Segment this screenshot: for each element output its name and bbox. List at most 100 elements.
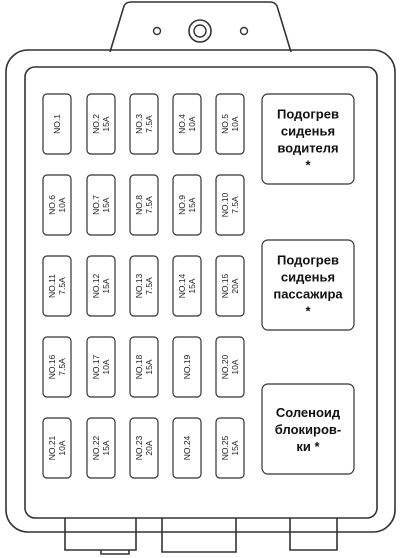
fuse-slot: [129, 174, 159, 236]
fuse-label: NO.2010A: [220, 354, 240, 379]
fuse-rating: 7.5A: [57, 277, 67, 295]
fuse-20: NO.2010A: [215, 336, 245, 398]
fuse-slot: [129, 255, 159, 317]
fuse-number: NO.6: [47, 195, 57, 215]
relay-label-line: блокиров-: [275, 422, 341, 437]
fuse-19: NO.19: [172, 336, 202, 398]
fuse-rating: 7.5A: [230, 196, 240, 214]
fuse-9: NO.915A: [172, 174, 202, 236]
fuse-slot: [172, 336, 202, 398]
fuse-label: NO.1415A: [177, 273, 197, 298]
fuse-number: NO.11: [47, 274, 57, 298]
fuse-21: NO.2110A: [42, 417, 72, 479]
fuse-rating: 15A: [230, 440, 240, 455]
fuse-label: NO.1: [52, 114, 62, 134]
fuse-slot: [42, 174, 72, 236]
fuse-24: NO.24: [172, 417, 202, 479]
fuse-number: NO.16: [47, 354, 57, 379]
fuse-rating: 10A: [230, 116, 240, 131]
fuse-slot: [215, 417, 245, 479]
fuse-label: NO.915A: [177, 195, 197, 215]
fuse-rating: 7.5A: [144, 196, 154, 214]
fuse-slot: [42, 417, 72, 479]
fuse-rating: 7.5A: [144, 115, 154, 133]
fuse-rating: 20A: [144, 440, 154, 455]
fuse-slot: [215, 174, 245, 236]
relay-label-line: водителя: [277, 141, 338, 156]
fuse-slot: [215, 93, 245, 155]
fuse-number: NO.19: [182, 354, 192, 379]
fuse-number: NO.10: [220, 192, 230, 217]
fuse-rating: 15A: [101, 440, 111, 455]
fuse-10: NO.107.5A: [215, 174, 245, 236]
fuse-slot: [86, 417, 116, 479]
fuse-number: NO.15: [220, 273, 230, 298]
fuse-label: NO.715A: [91, 195, 111, 215]
fuse-number: NO.24: [182, 435, 192, 460]
fuse-number: NO.12: [91, 273, 101, 298]
fuse-label: NO.2215A: [91, 435, 111, 460]
fuse-12: NO.1215A: [86, 255, 116, 317]
connector-left: [64, 518, 137, 551]
fuse-label: NO.410A: [177, 114, 197, 134]
fuse-11: NO.117.5A: [42, 255, 72, 317]
fuse-slot: [86, 255, 116, 317]
fuse-rating: 10A: [187, 116, 197, 131]
relay-label-line: Подогрев: [277, 253, 339, 268]
fuse-number: NO.8: [134, 195, 144, 215]
fuse-slot: [86, 336, 116, 398]
fuse-label: NO.215A: [91, 114, 111, 134]
fuse-number: NO.2: [91, 114, 101, 134]
fuse-label: NO.137.5A: [134, 273, 154, 298]
fuse-rating: 20A: [230, 278, 240, 293]
fuse-number: NO.14: [177, 273, 187, 298]
fuse-slot: [172, 93, 202, 155]
fuse-number: NO.9: [177, 195, 187, 215]
fuse-3: NO.37.5A: [129, 93, 159, 155]
fuse-25: NO.2515A: [215, 417, 245, 479]
fuse-label: NO.610A: [47, 195, 67, 215]
relay-slot: [261, 239, 355, 331]
fuse-number: NO.3: [134, 114, 144, 134]
fuse-rating: 15A: [144, 359, 154, 374]
fuse-number: NO.7: [91, 195, 101, 215]
bolt-ring-icon: [188, 19, 212, 43]
fuse-number: NO.20: [220, 354, 230, 379]
relay-label-line: сиденья: [281, 124, 335, 139]
fuse-number: NO.13: [134, 273, 144, 298]
connector-right: [289, 518, 338, 551]
fuse-label: NO.24: [182, 435, 192, 460]
fuse-slot: [172, 174, 202, 236]
fuse-rating: 7.5A: [144, 277, 154, 295]
fuse-slot: [172, 255, 202, 317]
fuse-number: NO.5: [220, 114, 230, 134]
fuse-label: NO.1520A: [220, 273, 240, 298]
fuse-rating: 10A: [57, 440, 67, 455]
bolt-icon: [193, 24, 207, 38]
fuse-label: NO.510A: [220, 114, 240, 134]
inner-panel: [24, 66, 378, 519]
fuse-slot: [42, 93, 72, 155]
small-hole-left-icon: [152, 26, 162, 36]
fuse-label: NO.117.5A: [47, 274, 67, 298]
fuse-slot: [215, 336, 245, 398]
fuse-slot: [215, 255, 245, 317]
fuse-rating: 15A: [101, 116, 111, 131]
fuse-rating: 10A: [230, 359, 240, 374]
fuse-rating: 15A: [187, 278, 197, 293]
fuse-number: NO.17: [91, 354, 101, 379]
fuse-rating: 15A: [101, 197, 111, 212]
fuse-rating: 10A: [57, 197, 67, 212]
fuse-label: NO.2110A: [47, 435, 67, 460]
fuse-label: NO.87.5A: [134, 195, 154, 215]
outer-housing: [5, 49, 396, 533]
fuse-1: NO.1: [42, 93, 72, 155]
fuse-number: NO.4: [177, 114, 187, 134]
fuse-rating: 15A: [187, 197, 197, 212]
fuse-label: NO.167.5A: [47, 354, 67, 379]
connector-left-tab: [100, 550, 130, 555]
